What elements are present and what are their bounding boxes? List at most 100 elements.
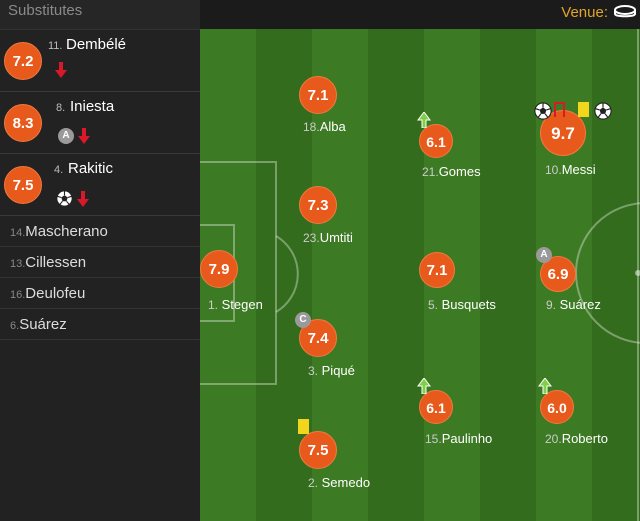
player-name: Mascherano [25,223,108,240]
player-label: 5. Busquets [428,297,496,312]
substitute-row-cillessen[interactable]: 13.Cillessen [0,247,200,278]
player-name: Suárez [19,316,67,333]
substitute-row-dembele[interactable]: 7.2 11. Dembélé [0,30,200,92]
player-number: 6. [10,320,20,332]
rating-badge: 7.5 [4,166,42,204]
yellow-card-icon [298,419,309,434]
player-number: 23. [303,231,320,245]
captain-icon: C [295,312,311,328]
player-name: Umtiti [319,230,353,245]
event-icons [56,190,90,207]
player-name: Semedo [321,475,371,490]
player-name: Suárez [559,297,601,312]
player-messi[interactable]: 9.7 10.Messi [540,102,586,177]
player-name: Cillessen [25,254,87,271]
player-number: 20. [545,432,562,446]
player-name: Messi [561,162,596,177]
pitch: 7.9 1. Stegen 7.1 18.Alba 7.3 23.Umtiti … [200,29,640,521]
player-name: Piqué [321,363,355,378]
player-name: Paulinho [441,431,493,446]
substitute-row-mascherano[interactable]: 14.Mascherano [0,216,200,247]
player-semedo[interactable]: 7.5 2. Semedo [298,419,370,490]
yellow-card-icon [578,102,589,117]
player-label: 21.Gomes [422,164,481,179]
player-number: 9. [546,298,557,312]
player-name: Deulofeu [25,285,86,302]
player-name: Alba [319,119,346,134]
rating-badge: 7.5 [299,431,337,469]
sub-out-icon [76,191,90,207]
player-number: 18. [303,120,320,134]
substitute-row-rakitic[interactable]: 7.5 4. Rakitic [0,154,200,216]
rating-badge: 6.0 [540,390,574,424]
player-name: Roberto [561,431,608,446]
player-number: 21. [422,165,439,179]
substitute-row-suarez-6[interactable]: 6.Suárez [0,309,200,340]
sub-in-icon [417,378,431,394]
event-icons: A [58,128,91,144]
player-name: Rakitic [68,160,114,177]
stadium-icon[interactable] [614,5,636,19]
player-number: 13. [10,258,26,270]
player-number: 1. [208,298,219,312]
player-label: 20.Roberto [545,431,608,446]
player-label: 10.Messi [545,162,596,177]
red-card-icon [554,102,565,117]
player-label: 15.Paulinho [425,431,492,446]
rating-badge: 8.3 [4,104,42,142]
rating-badge: 7.1 [299,76,337,114]
player-label: 3. Piqué [308,363,355,378]
goal-icon [594,102,612,120]
player-umtiti[interactable]: 7.3 23.Umtiti [299,186,353,245]
goal-icon [56,190,73,207]
player-name: Busquets [441,297,496,312]
venue-label[interactable]: Venue: [561,4,608,21]
player-number: 4. [54,164,64,176]
player-paulinho[interactable]: 6.1 15.Paulinho [419,390,492,446]
player-label: 1. Stegen [208,297,263,312]
player-alba[interactable]: 7.1 18.Alba [299,76,346,134]
rating-badge: 6.1 [419,390,453,424]
player-label: 18.Alba [303,119,346,134]
player-pique[interactable]: 7.4 C 3. Piqué [295,312,355,378]
sub-in-icon [538,378,552,394]
player-number: 10. [545,163,562,177]
sub-out-icon [77,128,91,144]
rating-badge: 6.1 [419,124,453,158]
player-label: 2. Semedo [308,475,370,490]
player-number: 11. [48,40,63,52]
player-number: 14. [10,227,26,239]
player-number: 15. [425,432,442,446]
substitute-row-iniesta[interactable]: 8.3 8. Iniesta A [0,92,200,154]
player-suarez[interactable]: A 6.9 9. Suárez [536,247,601,312]
goal-icon [534,102,552,120]
player-number: 3. [308,364,319,378]
sub-out-icon [54,62,68,78]
assist-icon: A [536,247,552,263]
player-number: 2. [308,476,319,490]
player-number: 8. [56,102,66,114]
rating-badge: 7.3 [299,186,337,224]
assist-icon: A [58,128,74,144]
player-stegen[interactable]: 7.9 1. Stegen [200,250,263,312]
player-gomes[interactable]: 6.1 21.Gomes [419,124,481,179]
player-label: 23.Umtiti [303,230,353,245]
player-name: Gomes [438,164,481,179]
substitutes-header: Substitutes [0,0,200,30]
rating-badge: 7.2 [4,42,42,80]
player-label: 9. Suárez [546,297,601,312]
substitutes-panel: Substitutes 7.2 11. Dembélé 8.3 8. Inies… [0,0,200,521]
player-number: 5. [428,298,439,312]
rating-badge: 7.9 [200,250,238,288]
pitch-header: Venue: [200,0,640,29]
player-busquets[interactable]: 7.1 5. Busquets [419,252,496,312]
player-number: 16. [10,289,26,301]
player-name: Iniesta [70,98,115,115]
player-roberto[interactable]: 6.0 20.Roberto [540,390,608,446]
sub-in-icon [417,112,431,128]
event-icons [54,62,68,78]
substitute-row-deulofeu[interactable]: 16.Deulofeu [0,278,200,309]
player-name: Stegen [221,297,263,312]
rating-badge: 7.1 [419,252,455,288]
player-name: Dembélé [66,36,127,53]
